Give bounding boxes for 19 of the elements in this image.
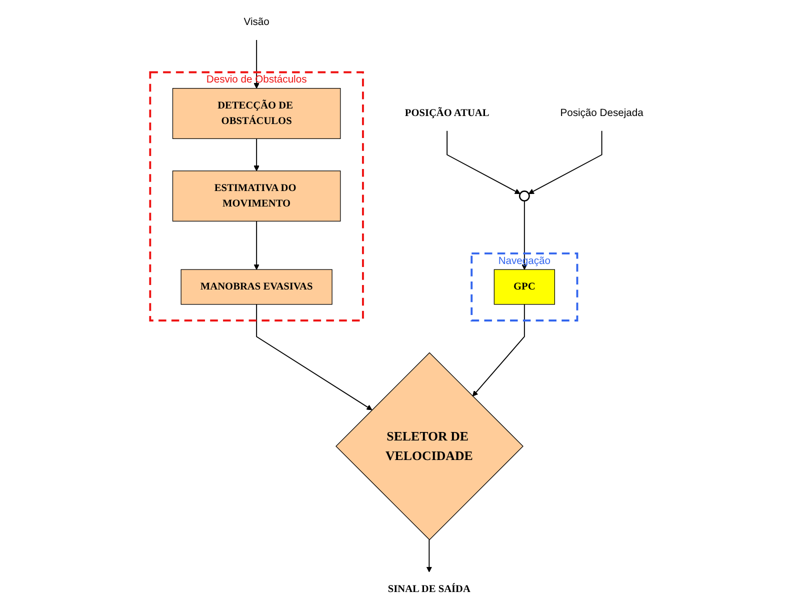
node-text: SINAL DE SAÍDA [387,584,470,595]
node-box: MANOBRAS EVASIVAS [180,269,332,305]
arrow [528,130,602,194]
arrow [253,40,259,89]
arrow [521,200,527,270]
arrow [256,304,372,410]
arrow [426,539,432,572]
arrow [253,220,259,270]
node-box: GPC [493,269,555,305]
arrow [472,304,524,396]
node-box: ESTIMATIVA DO MOVIMENTO [172,170,340,222]
node-diamond: SELETOR DE VELOCIDADE [335,352,524,540]
node-circle [518,190,530,202]
node-box: DETECÇÃO DE OBSTÁCULOS [172,88,340,139]
arrow [446,130,520,194]
node-text: POSIÇÃO ATUAL [404,108,489,119]
arrow [253,138,259,172]
node-text: Visão [243,16,269,28]
node-text: Posição Desejada [560,108,643,119]
